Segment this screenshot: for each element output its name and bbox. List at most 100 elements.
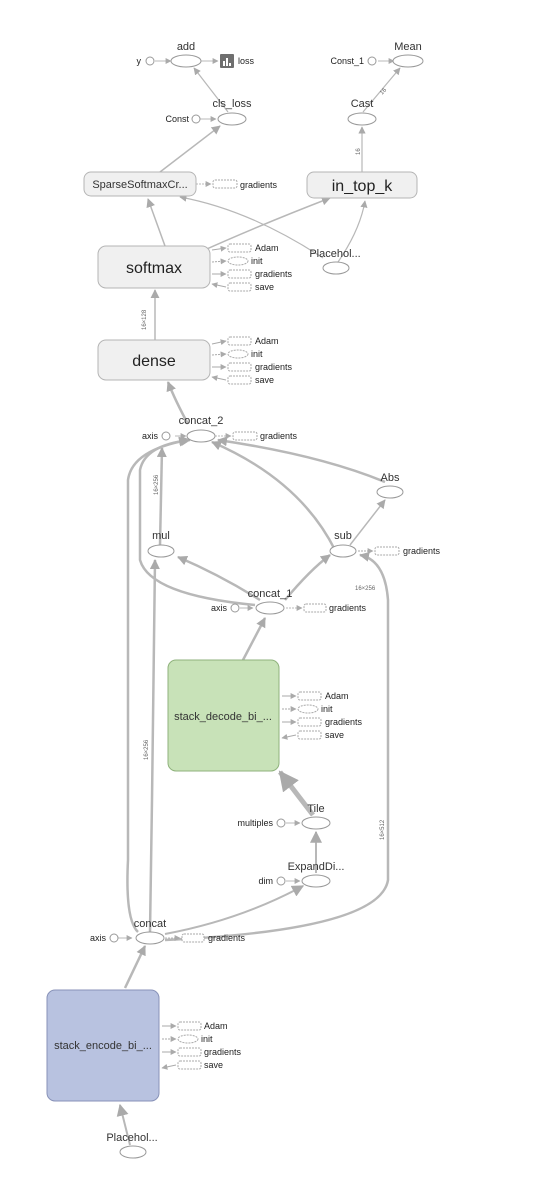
node-label-loss: loss [238, 56, 255, 66]
edge-concat1-mul [177, 555, 261, 602]
save-stub-dense[interactable] [227, 375, 252, 385]
node-mul[interactable] [147, 544, 175, 558]
node-softmax[interactable] [97, 245, 211, 289]
adam-stub-decode[interactable] [297, 691, 322, 701]
edge-concat1-concat2-left [138, 436, 256, 607]
node-placeholder-bottom[interactable] [119, 1145, 147, 1159]
adam-stub-softmax[interactable] [227, 243, 252, 253]
gradients-stub-concat-1[interactable] [303, 603, 327, 613]
node-label-y: y [137, 56, 142, 66]
save-stub-encode[interactable] [177, 1060, 202, 1070]
label-gradients-softmax: gradients [255, 269, 293, 279]
gradients-stub-encode[interactable] [177, 1047, 202, 1057]
label-adam-softmax: Adam [255, 243, 279, 253]
label-init-dense: init [251, 349, 263, 359]
node-label-stack-decode: stack_decode_bi_... [174, 711, 272, 723]
node-label-concat-2: concat_2 [179, 415, 224, 427]
node-label-mean: Mean [394, 41, 422, 53]
node-label-in-top-k: in_top_k [332, 178, 393, 195]
init-stub-dense[interactable] [227, 349, 249, 359]
label-gradients-concat: gradients [208, 933, 246, 943]
label-adam-encode: Adam [204, 1021, 228, 1031]
edge-label-dense-softmax: 16×128 [142, 309, 148, 330]
node-expand[interactable] [301, 874, 331, 888]
save-stub-decode[interactable] [297, 730, 322, 740]
edge-sub-concat2 [211, 440, 337, 551]
gradients-stub-sparse[interactable] [212, 179, 238, 189]
node-sub[interactable] [329, 544, 357, 558]
save-stub-softmax[interactable] [227, 282, 252, 292]
node-tile[interactable] [301, 816, 331, 830]
node-dim[interactable] [276, 876, 286, 886]
edge-cast-mean [362, 67, 401, 113]
label-gradients-concat-1: gradients [329, 603, 367, 613]
gradients-stub-dense[interactable] [227, 362, 252, 372]
node-axis-concat[interactable] [109, 933, 119, 943]
node-const-1[interactable] [367, 56, 377, 66]
init-stub-softmax[interactable] [227, 256, 249, 266]
node-abs[interactable] [376, 485, 404, 499]
edge-mul-concat2 [156, 447, 167, 546]
node-stack-decode[interactable] [167, 659, 280, 772]
node-label-sparse-softmax: SparseSoftmaxCr... [92, 179, 187, 191]
node-label-placeholder-top: Placehol... [309, 248, 360, 260]
adam-stub-dense[interactable] [227, 336, 252, 346]
gradients-stub-concat-2[interactable] [232, 431, 258, 441]
node-y[interactable] [145, 56, 155, 66]
edge-clsloss-add [193, 67, 229, 113]
loss-summary-icon[interactable] [220, 54, 234, 68]
adam-stub-encode[interactable] [177, 1021, 202, 1031]
edge-label-concat-mul: 16×256 [144, 739, 150, 760]
label-adam-dense: Adam [255, 336, 279, 346]
edge-concat-concat2 [126, 436, 189, 933]
edge-concat-mul [148, 559, 160, 933]
node-label-axis-concat-2: axis [142, 431, 159, 441]
node-axis-concat-1[interactable] [230, 603, 240, 613]
edges-layer [116, 58, 401, 1146]
node-cast[interactable] [347, 112, 377, 126]
node-label-multiples: multiples [237, 818, 273, 828]
gradients-stub-decode[interactable] [297, 717, 322, 727]
node-stack-encode[interactable] [46, 989, 160, 1102]
edge-labels: 16×128 16×256 16×256 16×256 16×512 16 16 [142, 87, 389, 840]
label-adam-decode: Adam [325, 691, 349, 701]
gradients-stub-softmax[interactable] [227, 269, 252, 279]
node-add[interactable] [170, 54, 202, 68]
node-multiples[interactable] [276, 818, 286, 828]
node-label-cast: Cast [351, 98, 374, 110]
decode-aux: Adam init gradients save [281, 691, 363, 740]
edge-label-mul-concat2: 16×256 [154, 474, 160, 495]
edge-label-concat1-sub: 16×256 [355, 586, 376, 592]
label-init-softmax: init [251, 256, 263, 266]
init-stub-decode[interactable] [297, 704, 319, 714]
node-in-top-k[interactable] [306, 171, 418, 199]
node-const[interactable] [191, 114, 201, 124]
edge-sub-abs [349, 499, 386, 546]
node-axis-concat-2[interactable] [161, 431, 171, 441]
node-concat-1[interactable] [255, 601, 285, 615]
node-concat[interactable] [135, 931, 165, 945]
node-label-concat: concat [134, 918, 166, 930]
node-concat-2[interactable] [186, 429, 216, 443]
node-dense[interactable] [97, 339, 211, 381]
node-cls-loss[interactable] [217, 112, 247, 126]
label-save-softmax: save [255, 282, 274, 292]
dense-aux: Adam init gradients save [211, 336, 293, 385]
label-gradients-encode: gradients [204, 1047, 242, 1057]
edge-softmax-sparse [146, 198, 166, 247]
node-label-expand: ExpandDi... [288, 861, 345, 873]
node-sparse-softmax[interactable] [83, 171, 197, 197]
node-placeholder-top[interactable] [322, 261, 350, 275]
node-label-dense: dense [132, 353, 176, 370]
edge-concat1-sub [284, 554, 331, 601]
edge-softmax-intopk [199, 196, 331, 253]
node-label-placeholder-bottom: Placehol... [106, 1132, 157, 1144]
label-gradients-decode: gradients [325, 717, 363, 727]
init-stub-encode[interactable] [177, 1034, 199, 1044]
gradients-stub-sub[interactable] [374, 546, 400, 556]
node-label-softmax: softmax [126, 260, 182, 277]
node-mean[interactable] [392, 54, 424, 68]
gradients-stub-concat[interactable] [181, 933, 205, 943]
node-label-abs: Abs [381, 472, 400, 484]
node-label-const: Const [165, 114, 189, 124]
